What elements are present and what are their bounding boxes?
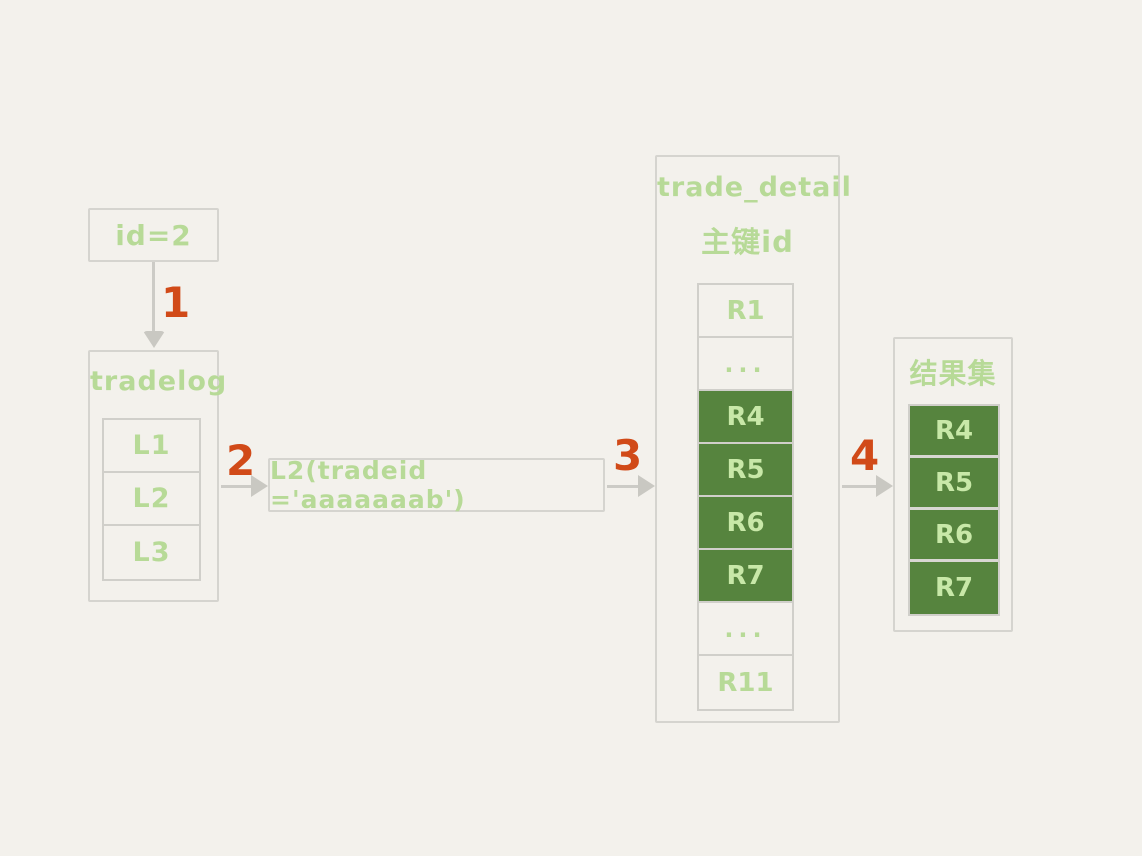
id-condition-label: id=2 bbox=[115, 218, 192, 252]
result-set-row: R5 bbox=[910, 458, 998, 510]
arrow-right-icon bbox=[638, 475, 655, 497]
trade-detail-row: R6 bbox=[699, 497, 792, 550]
connector-step3-line bbox=[607, 485, 641, 488]
tradelog-row: L3 bbox=[132, 537, 171, 568]
connector-step2-line bbox=[221, 485, 255, 488]
trade-detail-row: R1 bbox=[699, 285, 792, 338]
result-set-row: R7 bbox=[910, 562, 998, 614]
trade-detail-subtitle: 主键id bbox=[701, 225, 794, 259]
result-set-row: R6 bbox=[910, 510, 998, 562]
result-set-box: 结果集 R4 R5 R6 R7 bbox=[893, 337, 1013, 632]
connector-step4-line bbox=[842, 485, 878, 488]
tradelog-table-box: tradelog L1 L2 L3 bbox=[88, 350, 228, 602]
result-set-column: R4 R5 R6 R7 bbox=[908, 404, 1000, 616]
trade-detail-row: R7 bbox=[699, 550, 792, 603]
trade-detail-box: trade_detail 主键id R1 ... R4 R5 R6 R7 ...… bbox=[655, 155, 852, 723]
tradelog-row: L1 bbox=[104, 420, 199, 473]
trade-detail-row: R5 bbox=[699, 444, 792, 497]
primary-key-column: R1 ... R4 R5 R6 R7 ... R11 bbox=[697, 283, 794, 711]
step2-label: 2 bbox=[226, 436, 256, 485]
trade-detail-row: R11 bbox=[717, 667, 774, 698]
tradelog-title: tradelog bbox=[90, 366, 228, 397]
tradelog-row: L2 bbox=[104, 473, 199, 526]
step1-label: 1 bbox=[161, 278, 191, 327]
trade-detail-row-ellipsis: ... bbox=[699, 603, 792, 656]
trade-detail-row: R4 bbox=[699, 391, 792, 444]
trade-detail-title: trade_detail bbox=[657, 172, 852, 203]
tradelog-index-table: L1 L2 L3 bbox=[102, 418, 201, 581]
index-lookup-box: L2(tradeid ='aaaaaaab') bbox=[268, 456, 605, 514]
result-set-title: 结果集 bbox=[909, 357, 997, 390]
step4-label: 4 bbox=[850, 431, 880, 480]
arrow-down-icon bbox=[143, 331, 165, 348]
arrow-right-icon bbox=[876, 475, 893, 497]
step3-label: 3 bbox=[613, 431, 643, 480]
arrow-right-icon bbox=[251, 475, 268, 497]
index-lookup-label: L2(tradeid ='aaaaaaab') bbox=[270, 456, 466, 514]
id-condition-box: id=2 bbox=[88, 208, 219, 262]
trade-detail-row-ellipsis: ... bbox=[699, 338, 792, 391]
connector-step1-line bbox=[152, 262, 155, 336]
result-set-row: R4 bbox=[910, 406, 998, 458]
